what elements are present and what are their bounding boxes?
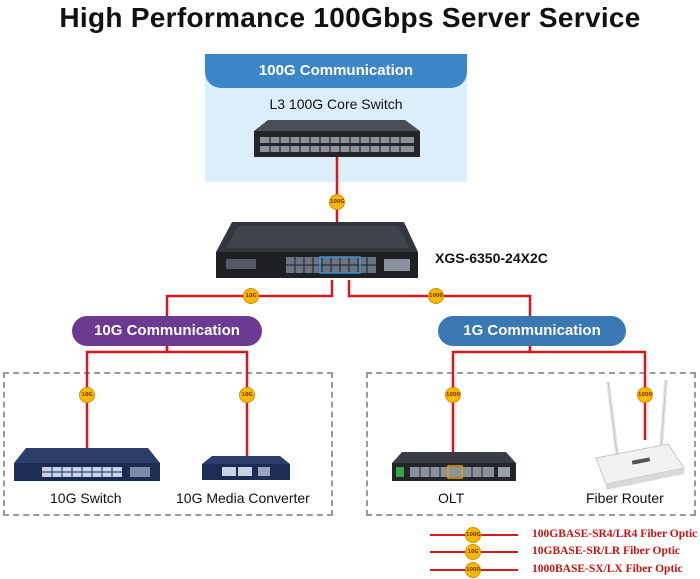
ten-g-switch-label: 10G Switch (50, 490, 122, 506)
legend-10g-text: 10GBASE-SR/LR Fiber Optic (532, 545, 681, 557)
media-converter-label: 10G Media Converter (176, 490, 310, 506)
ten-g-switch-link-badge: 10G (79, 387, 95, 403)
page-title: High Performance 100Gbps Server Service (59, 2, 641, 33)
fiber-router-label: Fiber Router (586, 490, 664, 506)
main-switch-model-label: XGS-6350-24X2C (435, 250, 548, 266)
legend-1000-badge: 1000 (465, 562, 481, 578)
ten-g-communication-label: 10G Communication (72, 316, 262, 346)
media-converter-link-badge: 10G (239, 387, 255, 403)
one-g-group-box (366, 372, 696, 516)
core-switch-label: L3 100G Core Switch (269, 96, 403, 112)
fiber-router-device (595, 379, 685, 490)
legend-10g-badge: 10G (465, 544, 481, 560)
one-g-link-badge: 1000 (428, 288, 444, 304)
ten-g-link-badge: 10G (243, 288, 259, 304)
main-switch-device (216, 222, 418, 278)
legend-1000-text: 1000BASE-SX/LX Fiber Optic (532, 563, 683, 575)
olt-label: OLT (438, 490, 465, 506)
legend-100g-text: 100GBASE-SR4/LR4 Fiber Optic (532, 528, 698, 540)
core-link-badge: 100G (329, 194, 345, 210)
media-converter-device (202, 456, 290, 480)
fiber-router-link-badge: 1000 (637, 387, 653, 403)
link-lines (85, 155, 647, 462)
core-switch-device (254, 120, 420, 157)
olt-link-badge: 1000 (445, 387, 461, 403)
one-g-communication-label: 1G Communication (438, 316, 626, 346)
legend-100g-badge: 100G (465, 527, 481, 543)
ten-g-switch-device (14, 448, 160, 481)
core-header: 100G Communication (205, 54, 467, 88)
olt-device (392, 452, 516, 481)
ten-g-group-box (3, 372, 333, 516)
